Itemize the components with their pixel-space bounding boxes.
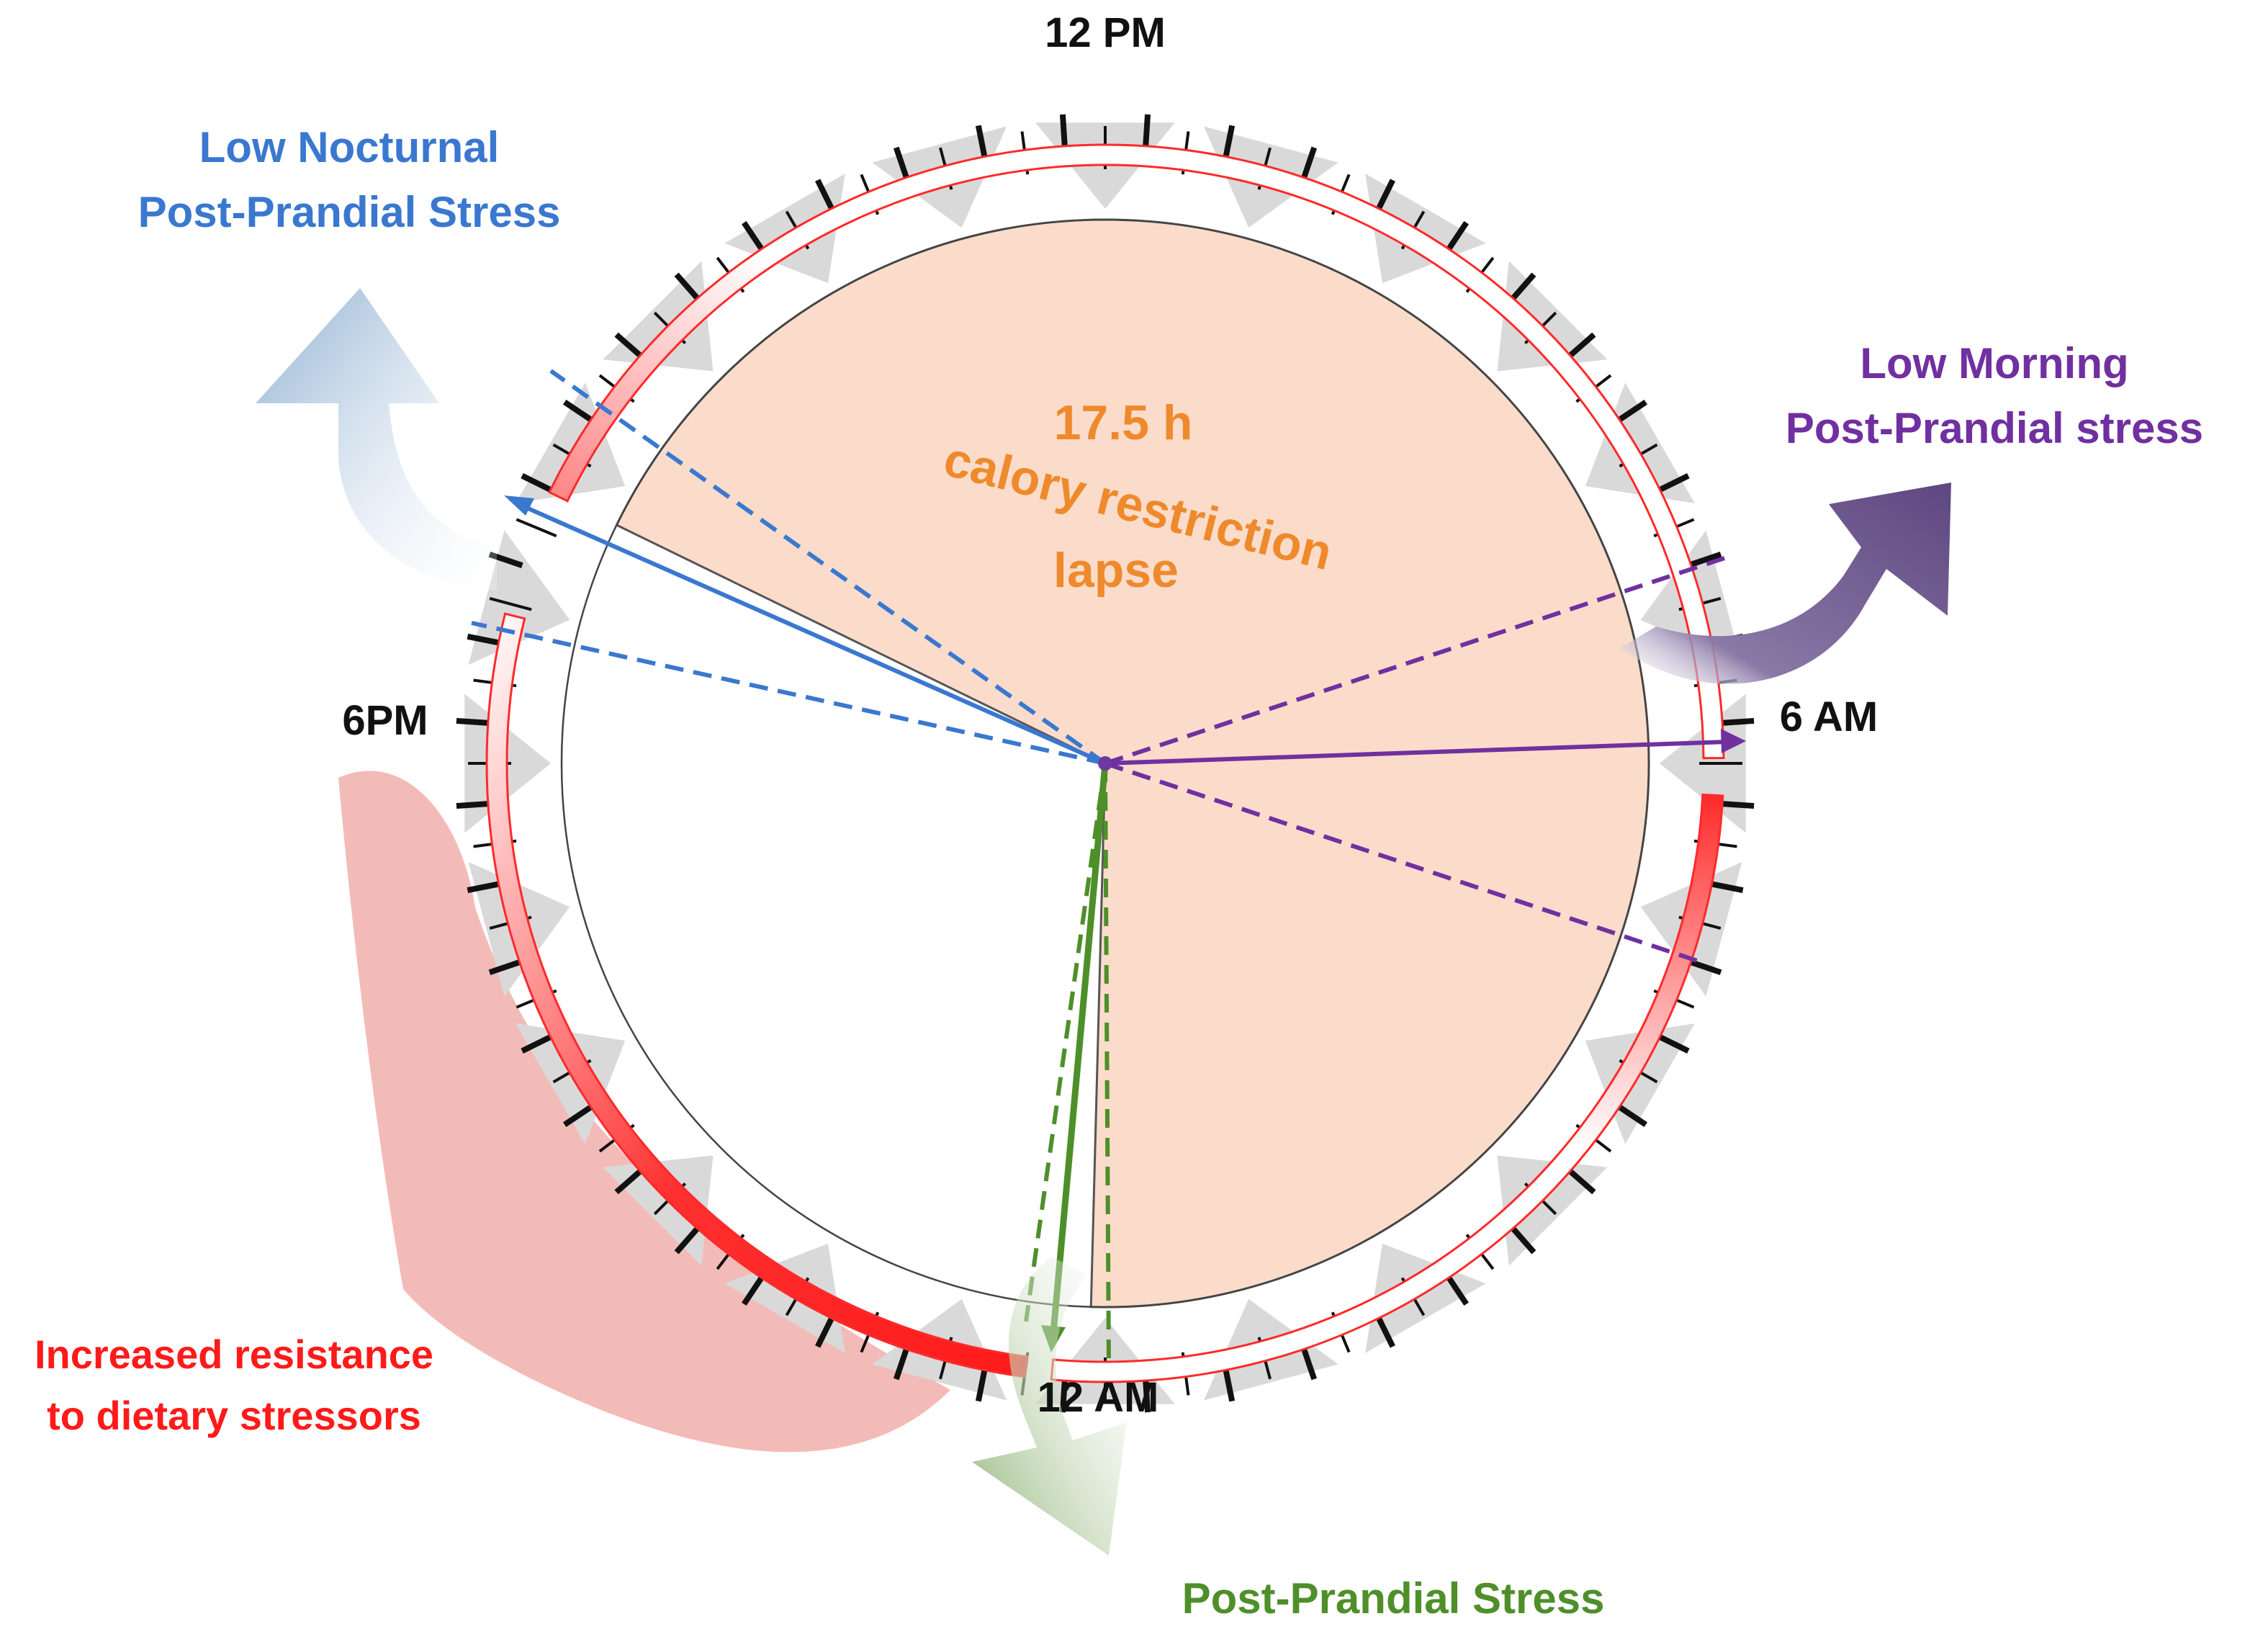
tick [1615, 1103, 1648, 1128]
wedge [1585, 1023, 1695, 1144]
wedge [1585, 382, 1695, 503]
tick [1687, 551, 1722, 568]
tick [1444, 220, 1470, 253]
center-line3: lapse [1053, 543, 1179, 598]
center-hours: 17.5 h [1054, 395, 1193, 450]
morning-label-1: Low Morning [1860, 339, 2128, 387]
tick [1374, 179, 1395, 212]
nocturnal-label-2: Post-Prandial Stress [138, 188, 561, 236]
postprandial-label: Post-Prandial Stress [1182, 1574, 1605, 1623]
wedge [1365, 1243, 1486, 1353]
tick [815, 1314, 836, 1348]
postprandial-curved-arrow [972, 1257, 1127, 1556]
ring-segment-evening [485, 612, 1029, 1378]
tick [1708, 880, 1744, 894]
tick [1142, 1377, 1151, 1413]
tick [614, 332, 644, 360]
inner-circle [560, 218, 1650, 1309]
tick-inner [489, 597, 532, 611]
label-12pm: 12 PM [1045, 9, 1166, 56]
tick [1222, 1366, 1236, 1402]
tick [614, 1167, 644, 1195]
tick [467, 633, 503, 647]
tick [1656, 473, 1690, 494]
tick [741, 1273, 766, 1306]
morning-rays [1104, 556, 1746, 964]
nocturnal-label-1: Low Nocturnal [199, 123, 500, 171]
tick [674, 272, 702, 302]
tick [488, 959, 523, 976]
tick [1719, 717, 1755, 727]
tick [1615, 399, 1648, 424]
resistance-label-2: to dietary stressors [47, 1393, 421, 1438]
tick [1059, 1377, 1068, 1413]
tick [1374, 1314, 1395, 1348]
tick [521, 473, 554, 494]
tick [893, 1345, 910, 1381]
tick-inner [516, 518, 557, 538]
tick [1300, 1345, 1318, 1381]
wedge [724, 174, 845, 284]
tick [1719, 800, 1755, 809]
morning-ray-arrowhead [1721, 729, 1746, 753]
tick [815, 179, 836, 212]
tick [975, 125, 989, 161]
tick [975, 1366, 989, 1402]
tick [1142, 114, 1151, 150]
wedge [724, 1243, 845, 1353]
tick [521, 1033, 554, 1054]
ring-segment-day [547, 143, 1725, 760]
tick [1687, 959, 1722, 976]
tick [1566, 1167, 1596, 1195]
tick [1444, 1273, 1470, 1306]
tick [1222, 125, 1236, 161]
tick [456, 800, 492, 809]
resistance-label-1: Increased resistance [35, 1332, 433, 1377]
tick [562, 399, 595, 424]
tick [741, 220, 766, 253]
wedge [1365, 174, 1486, 284]
label-6am: 6 AM [1780, 694, 1878, 740]
wedge [468, 530, 570, 665]
label-6pm: 6PM [342, 697, 428, 744]
wedge [516, 382, 626, 503]
tick [467, 880, 503, 894]
tick [674, 1224, 702, 1255]
tick [562, 1103, 595, 1128]
center-point [1098, 756, 1112, 771]
wedge [516, 1023, 626, 1144]
morning-label-2: Post-Prandial stress [1786, 404, 2203, 452]
nocturnal-rays [471, 369, 1107, 766]
tick [456, 717, 492, 727]
morning-curved-arrow [1620, 483, 1951, 684]
tick [1059, 114, 1068, 150]
tick [1300, 146, 1318, 181]
resistance-shape [338, 771, 950, 1453]
nocturnal-ray-arrowhead [504, 495, 534, 516]
tick [1508, 1224, 1536, 1255]
nocturnal-curved-arrow [256, 288, 497, 591]
tick [1656, 1033, 1690, 1054]
tick [1566, 332, 1596, 360]
tick [893, 146, 910, 181]
tick [1508, 272, 1536, 302]
label-12am: 12 AM [1038, 1374, 1159, 1421]
